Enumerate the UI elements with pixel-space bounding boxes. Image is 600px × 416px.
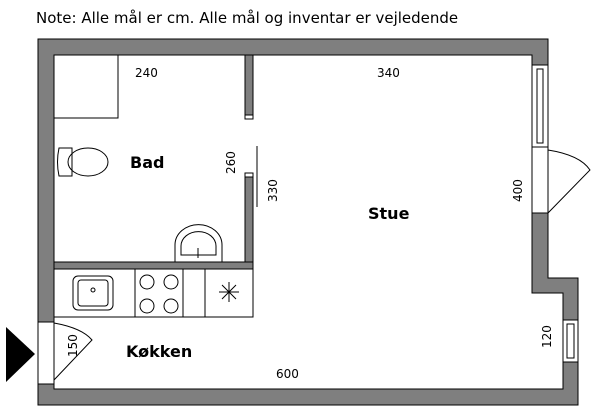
stove-icon <box>139 274 179 314</box>
door-swing-arc <box>547 149 591 214</box>
toilet-icon <box>57 147 109 177</box>
entrance-door[interactable] <box>37 321 55 385</box>
window-small-right <box>562 319 579 363</box>
walls <box>37 38 579 406</box>
room-label-kokken: Køkken <box>126 342 192 361</box>
dim-600: 600 <box>276 367 299 381</box>
entrance-arrow-icon <box>6 327 35 382</box>
shower <box>53 54 119 119</box>
room-label-stue: Stue <box>368 204 410 223</box>
floorplan-note: Note: Alle mål er cm. Alle mål og invent… <box>36 9 459 27</box>
dim-150: 150 <box>66 334 80 357</box>
kitchen-counter <box>53 268 254 318</box>
bathroom-sink-icon <box>174 224 223 263</box>
entrance-door-arc <box>53 322 93 381</box>
window-stue-right <box>531 64 549 148</box>
dim-400: 400 <box>511 179 525 202</box>
door-balcony[interactable] <box>531 146 549 214</box>
dim-330: 330 <box>266 179 280 202</box>
room-label-bad: Bad <box>130 153 164 172</box>
dim-120: 120 <box>540 325 554 348</box>
fridge-star-icon <box>219 282 239 302</box>
dim-340: 340 <box>377 66 400 80</box>
dim-260: 260 <box>224 151 238 174</box>
dim-240: 240 <box>135 66 158 80</box>
